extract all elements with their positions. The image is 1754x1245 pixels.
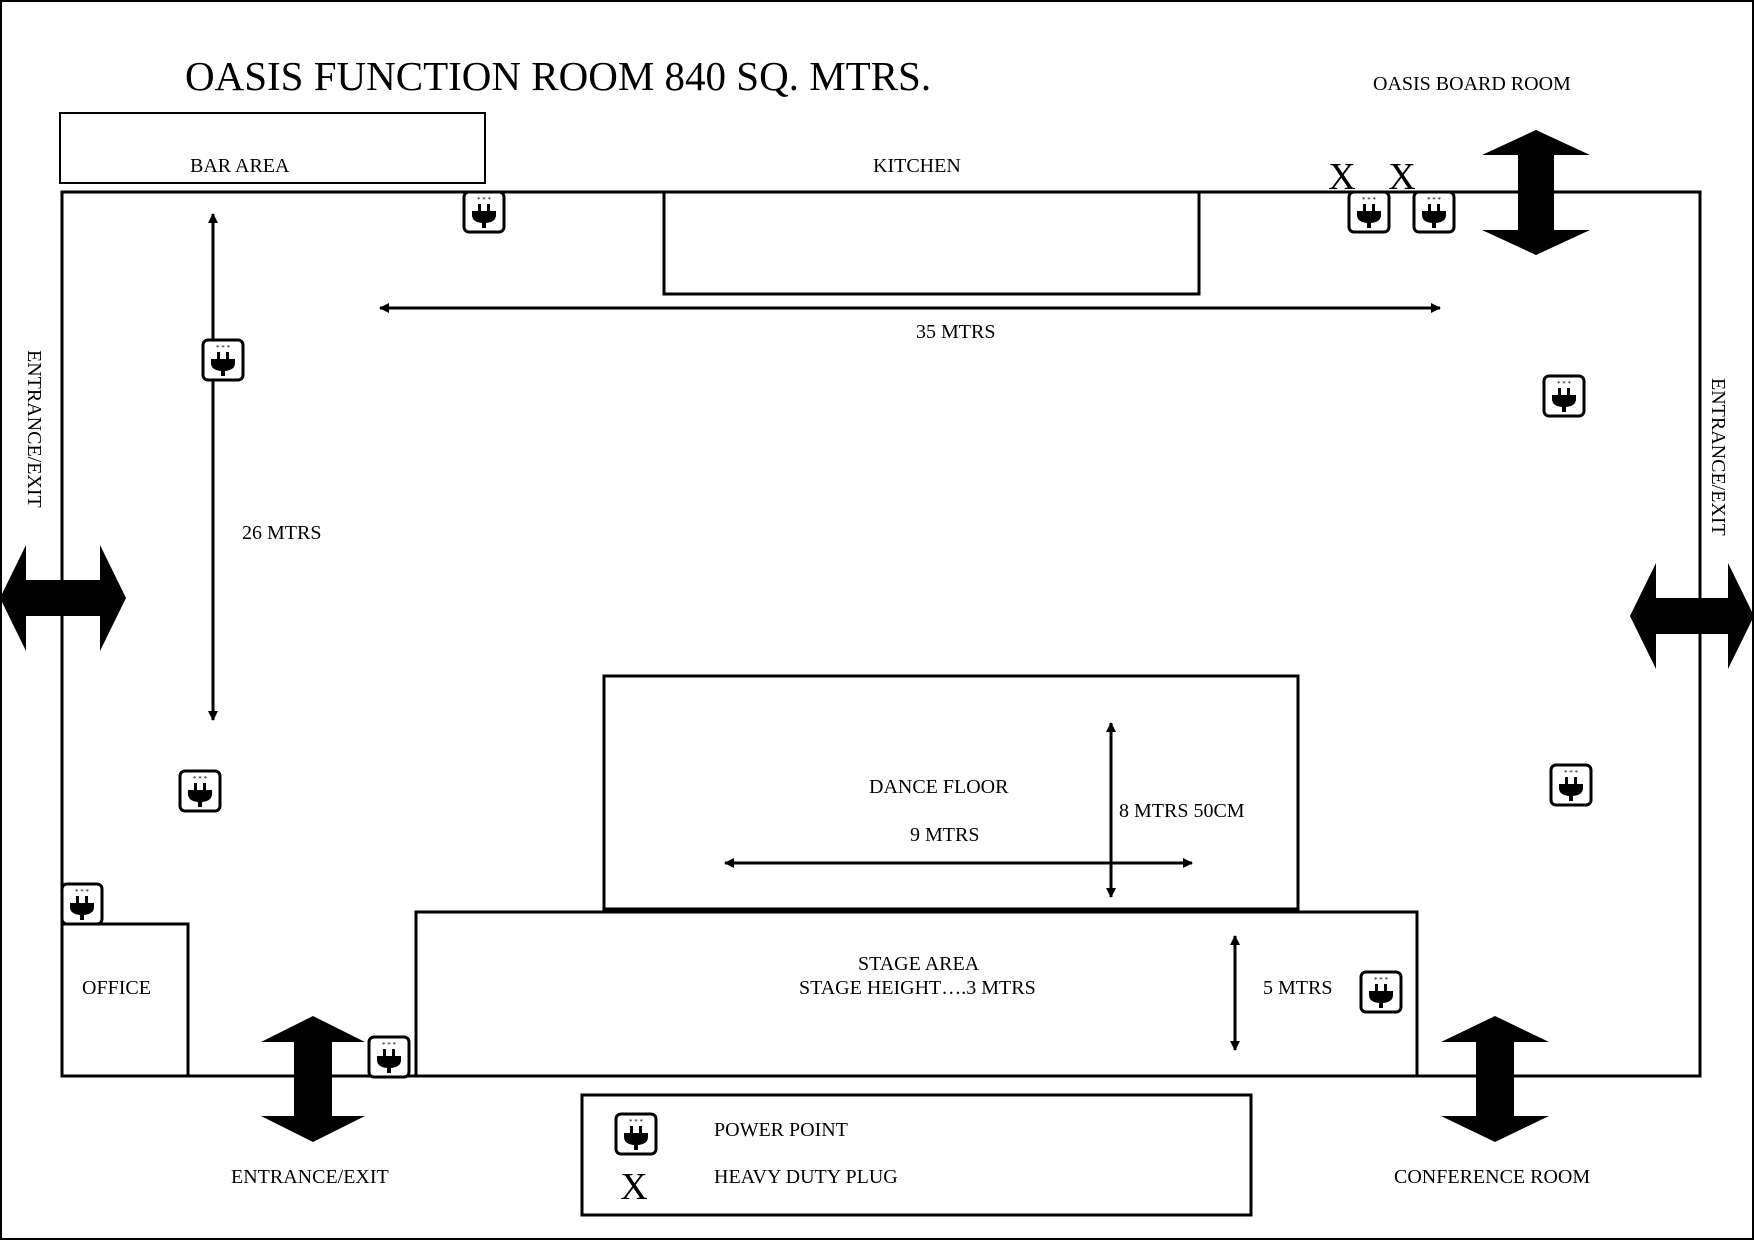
- function-room-outline: [60, 190, 1702, 1078]
- conference-room-label: CONFERENCE ROOM: [1394, 1166, 1590, 1188]
- conference-room-arrow-icon: [1441, 1016, 1549, 1142]
- office: [60, 922, 190, 1078]
- power-point-icon: [1359, 970, 1403, 1014]
- entrance-bottom-label: ENTRANCE/EXIT: [231, 1166, 389, 1188]
- power-point-icon: [462, 190, 506, 234]
- stage-area-label: STAGE AREA: [858, 953, 980, 975]
- power-point-icon: [1549, 763, 1593, 807]
- power-point-icon: [60, 882, 104, 926]
- power-point-icon: [614, 1112, 658, 1156]
- width-dimension-label: 35 MTRS: [916, 321, 995, 343]
- board-room-label: OASIS BOARD ROOM: [1373, 73, 1571, 95]
- power-point-icon: [1412, 190, 1456, 234]
- power-point-icon: [201, 338, 245, 382]
- power-point-icon: [1347, 190, 1391, 234]
- entrance-right-label: ENTRANCE/EXIT: [1707, 378, 1729, 536]
- bar-area-label: BAR AREA: [190, 155, 290, 177]
- entrance-left-label: ENTRANCE/EXIT: [23, 350, 45, 508]
- dance-floor: [602, 674, 1300, 911]
- dance-depth-label: 8 MTRS 50CM: [1119, 800, 1245, 822]
- bar-area: [59, 112, 486, 184]
- legend-heavy-duty-label: HEAVY DUTY PLUG: [714, 1166, 898, 1188]
- office-label: OFFICE: [82, 977, 151, 999]
- stage-area: [414, 910, 1419, 1078]
- power-point-icon: [367, 1035, 411, 1079]
- heavy-duty-mark-1: X: [1328, 156, 1355, 198]
- dance-width-label: 9 MTRS: [910, 824, 979, 846]
- legend: [580, 1093, 1253, 1217]
- length-dimension-label: 26 MTRS: [242, 522, 321, 544]
- entrance-right-arrow-icon: [1630, 563, 1754, 669]
- page-title: OASIS FUNCTION ROOM 840 SQ. MTRS.: [185, 53, 931, 99]
- heavy-duty-mark-2: X: [1388, 156, 1415, 198]
- power-point-icon: [1542, 374, 1586, 418]
- entrance-left-arrow-icon: [0, 545, 126, 651]
- board-room-arrow-icon: [1482, 130, 1590, 255]
- entrance-bottom-arrow-icon: [261, 1016, 365, 1142]
- dance-floor-label: DANCE FLOOR: [869, 776, 1009, 798]
- kitchen-label: KITCHEN: [873, 155, 961, 177]
- kitchen-box: [662, 190, 1201, 296]
- legend-heavy-duty-symbol: X: [620, 1166, 647, 1208]
- legend-power-point-label: POWER POINT: [714, 1119, 848, 1141]
- stage-height-label: STAGE HEIGHT….3 MTRS: [799, 977, 1036, 999]
- power-point-icon: [178, 769, 222, 813]
- stage-depth-label: 5 MTRS: [1263, 977, 1332, 999]
